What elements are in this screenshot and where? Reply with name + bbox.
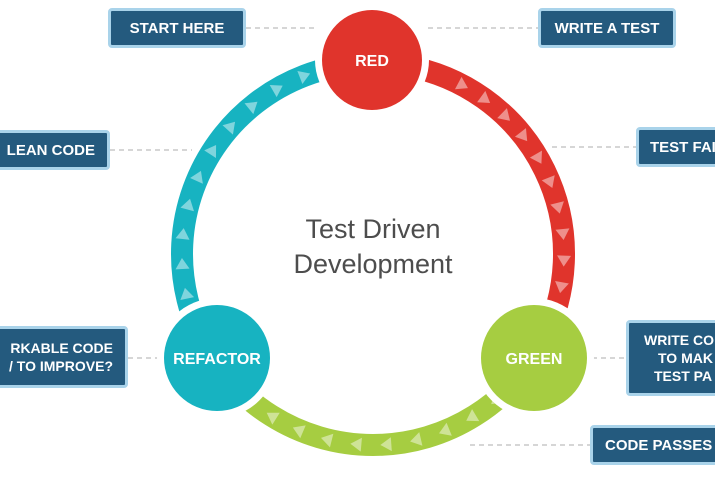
arc-red-to-green [404,55,575,349]
callout-workable-code: RKABLE CODE / TO IMPROVE? [0,326,128,388]
arc-arrow-red [514,128,528,142]
node-green-circle [481,305,587,411]
arc-arrow-green [380,437,392,452]
callout-write-code: WRITE CO TO MAK TEST PA [626,320,715,396]
arc-arrow-teal [297,70,311,85]
arc-arrow-green [438,422,452,436]
node-refactor-circle [164,305,270,411]
arc-arrow-green [410,432,423,446]
callout-test-fails-text: TEST FAI [650,138,715,156]
callout-clean-code-text: LEAN CODE [6,141,95,159]
arc-arrow-teal [244,101,258,115]
arc-arrow-green [350,437,362,452]
arc-arrow-green [292,425,306,439]
callout-write-code-line2: TO MAK [658,350,713,366]
callout-test-fails: TEST FAI [636,127,715,167]
callout-clean-code: LEAN CODE [0,130,110,170]
center-title-line2: Development [293,249,453,279]
arc-arrow-green [266,412,280,425]
arc-arrow-teal [190,170,203,184]
node-red-label: RED [355,53,389,70]
callout-workable-code-line2: / TO IMPROVE? [9,358,113,374]
callout-code-passes: CODE PASSES T [590,425,715,465]
arc-arrow-teal [180,198,194,212]
arc-arrow-teal [180,287,195,301]
arc-arrow-teal [175,228,190,240]
callout-workable-code-line1: RKABLE CODE [10,340,113,356]
arc-arrow-teal [175,258,190,270]
arc-arrow-red [541,175,555,189]
node-green: GREEN [474,298,594,418]
arc-arrow-red [477,90,491,104]
arc-arrow-teal [222,121,236,135]
callout-write-a-test-text: WRITE A TEST [554,19,660,37]
arc-arrow-red [555,281,569,294]
arc-arrow-green [320,433,334,448]
arc-arrow-red [555,228,570,241]
arc-arrow-red [557,255,572,267]
arc-arrow-red [497,108,510,121]
arc-arrow-teal [269,85,283,98]
callout-write-code-line1: WRITE CO [644,332,714,348]
node-red: RED [315,3,429,117]
callout-start-here-text: START HERE [129,19,225,37]
callout-start-here: START HERE [108,8,246,48]
node-green-label: GREEN [506,351,563,368]
callout-code-passes-text: CODE PASSES T [605,436,715,454]
callout-write-code-line3: TEST PA [654,368,713,384]
connector-lines [110,27,636,446]
node-refactor: REFACTOR [157,298,277,418]
callout-write-a-test: WRITE A TEST [538,8,676,48]
arc-arrow-red [550,201,564,214]
node-refactor-label: REFACTOR [173,351,261,368]
arc-arrow-red [529,150,542,164]
center-title-line1: Test Driven [305,214,440,244]
arc-arrow-teal [204,144,217,158]
arc-arrow-red [454,76,468,90]
node-red-circle [322,10,422,110]
arc-arrow-green [466,409,480,422]
